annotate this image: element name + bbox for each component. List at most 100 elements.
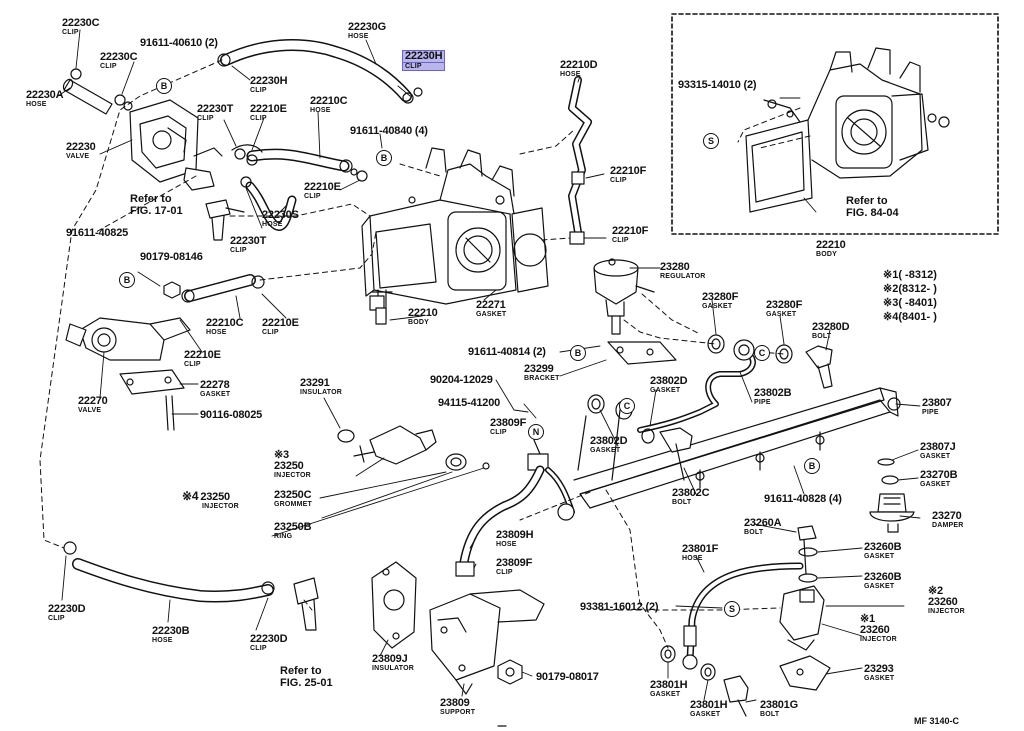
clip-22230C-drawing [70, 68, 133, 111]
part-label-91611-40610[interactable]: 91611-40610 (2) [140, 37, 218, 49]
gasket-22271-drawing [511, 207, 549, 293]
part-label-91611-40814[interactable]: 91611-40814 (2) [468, 346, 546, 358]
ring-23250B-drawing [482, 462, 490, 470]
throttle-body-22210-drawing [361, 147, 517, 325]
throttle-body-detail-drawing [745, 47, 950, 213]
callout-S-b: S [724, 601, 740, 617]
insulator-23809J-drawing [371, 561, 417, 649]
bracket-23299-drawing [607, 341, 677, 365]
part-label-93381-16012[interactable]: 93381-16012 (2) [580, 601, 659, 613]
part-label-93315-14010[interactable]: 93315-14010 (2) [678, 79, 757, 91]
part-label-91611-40828[interactable]: 91611-40828 (4) [764, 493, 842, 505]
hose-22230G-drawing [217, 39, 423, 104]
part-label-90116-08025[interactable]: 90116-08025 [200, 409, 263, 421]
hose-22210C-upper-drawing [231, 144, 353, 173]
stud-90116-drawing [165, 395, 175, 431]
part-label-90204-12029[interactable]: 90204-12029 [430, 374, 493, 386]
support-23809-drawing [429, 589, 545, 695]
injector-23260-drawing [779, 585, 825, 651]
leader-lines [57, 29, 921, 703]
grommet-23250C-drawing [445, 453, 467, 471]
part-label-90179-08146[interactable]: 90179-08146 [140, 251, 203, 263]
bolt-23280D-drawing [805, 345, 833, 389]
valve-22230-drawing [129, 99, 223, 191]
callout-B-a: B [156, 78, 172, 94]
callout-N: N [528, 424, 544, 440]
part-label-91611-40825[interactable]: 91611-40825 [66, 227, 129, 239]
bolt-23260A-drawing [797, 525, 817, 575]
bolt-23801G-drawing [723, 675, 749, 717]
callout-B-b: B [376, 150, 392, 166]
part-label-94115-41200[interactable]: 94115-41200 [438, 397, 501, 409]
gaskets-23260B-drawing [798, 547, 818, 583]
applicability-legend: ※1( -8312) ※2(8312- ) ※3( -8401) ※4(8401… [883, 268, 937, 324]
hose-22210D-drawing [568, 76, 592, 245]
part-label-90179-08017[interactable]: 90179-08017 [536, 671, 599, 683]
part-label-91611-40840[interactable]: 91611-40840 (4) [350, 125, 428, 137]
